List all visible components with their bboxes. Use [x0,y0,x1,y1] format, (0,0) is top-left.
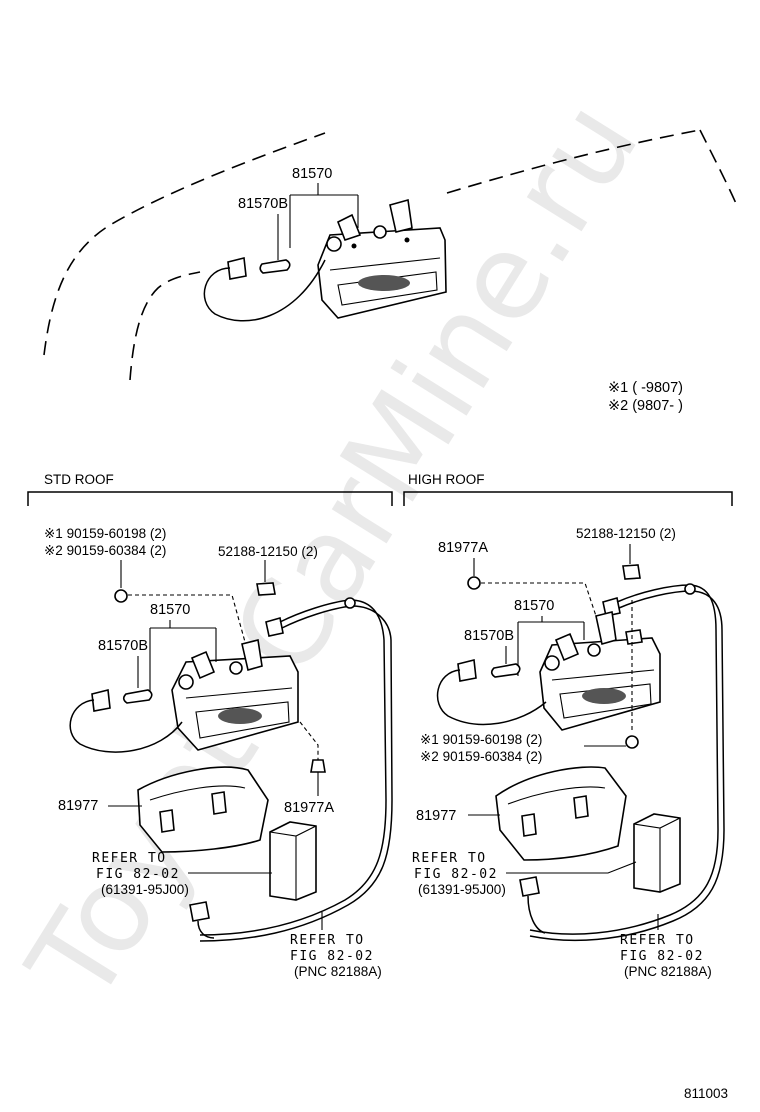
std-label-bulb: 81570B [98,638,148,654]
high-end-wire [527,895,546,934]
top-label-bulb: 81570B [238,196,288,212]
std-refer-b-3: (PNC 82188A) [294,964,382,979]
std-refer-b-2: FIG 82-02 [290,949,374,964]
note-2: ※2(9807- ) [608,398,683,414]
high-refer-a-3: (61391-95J00) [418,882,506,897]
std-screw-1: ※1 90159-60198 (2) [44,526,166,541]
high-roof-panel: HIGH ROOF 81977A 52188-12150 (2) 81570 [403,472,733,979]
std-harness-connector [265,616,284,637]
std-clip: 52188-12150 (2) [218,544,318,559]
std-refer-a-2: FIG 82-02 [96,867,180,882]
high-label-lamp-assy: 81570 [514,598,554,614]
high-clip-part [622,564,641,580]
top-wire [203,259,326,322]
std-bulb [122,689,153,704]
high-refer-b-2: FIG 82-02 [620,949,704,964]
high-clip: 52188-12150 (2) [576,526,676,541]
high-wire [436,669,547,726]
high-refer-b-1: REFER TO [620,933,695,948]
std-control-box [269,821,317,901]
high-screw [625,735,639,749]
std-screw-path [128,594,251,661]
std-end-wire [197,920,215,939]
high-nut [467,576,481,590]
figure-number: 811003 [684,1086,728,1101]
note-1: ※1( -9807) [608,380,683,396]
std-label-nut: 81977A [284,800,334,816]
top-leader-lamp [289,183,359,248]
top-socket [227,257,247,280]
std-roof-panel: STD ROOF ※1 90159-60198 (2) ※2 90159-603… [27,472,393,979]
std-refer-a-1: REFER TO [92,851,167,866]
std-label-bracket: 81977 [58,798,98,814]
top-bulb [259,259,291,274]
std-leader-lamp [149,620,217,692]
std-harness-wire-2 [199,605,393,942]
std-nut [310,759,326,773]
high-leader-lamp [517,616,585,676]
high-screw-2: ※2 90159-60384 (2) [420,749,542,764]
high-label-nut: 81977A [438,540,488,556]
std-socket [91,689,111,712]
std-label-lamp-assy: 81570 [150,602,190,618]
high-leader-refer-a [506,861,637,874]
top-label-lamp-assy: 81570 [292,166,332,182]
std-wire [69,699,183,753]
high-control-box [633,813,681,893]
std-screw-2: ※2 90159-60384 (2) [44,543,166,558]
std-grommet [344,597,356,609]
high-refer-a-1: REFER TO [412,851,487,866]
high-harness-connector [602,596,621,617]
top-view: 81570 81570B ※1( -9807) ※2(9807- ) [43,129,739,414]
std-nut-path [299,721,319,760]
std-screw [114,589,128,603]
high-screw-1: ※1 90159-60198 (2) [420,732,542,747]
std-refer-a-3: (61391-95J00) [101,882,189,897]
std-lamp-assembly [171,639,299,751]
high-bulb [490,663,521,678]
std-refer-b-1: REFER TO [290,933,365,948]
high-label-bulb: 81570B [464,628,514,644]
roof-outline-left [43,132,326,356]
high-harness-wire-2 [529,590,725,942]
std-roof-heading: STD ROOF [44,472,114,487]
roof-outline-inner [129,271,201,381]
std-harness-wire [199,599,387,936]
std-bracket [137,766,269,853]
high-label-bracket: 81977 [416,808,456,824]
std-roof-bracket-line [27,491,393,506]
high-refer-a-2: FIG 82-02 [414,867,498,882]
high-harness-wire [529,584,719,935]
std-end-connector [189,901,210,922]
high-grommet [684,583,696,595]
std-clip-part [256,582,276,596]
high-roof-bracket-line [403,491,733,506]
high-socket [457,659,477,682]
high-roof-heading: HIGH ROOF [408,472,485,487]
top-lamp-assembly [317,198,447,319]
high-lamp-assembly [539,611,661,731]
roof-outline-right [446,129,701,194]
high-end-connector [519,876,540,897]
high-refer-b-3: (PNC 82188A) [624,964,712,979]
high-bracket [495,766,627,861]
roof-outline-edge [699,129,739,209]
